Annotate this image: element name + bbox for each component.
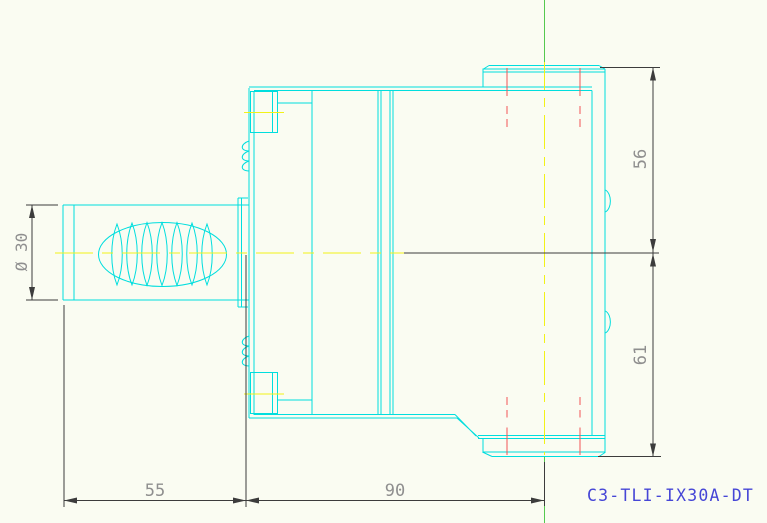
part-number-label: C3-TLI-IX30A-DT bbox=[587, 486, 754, 505]
mounting-face-plugs bbox=[605, 189, 611, 334]
cover-screw-bottom bbox=[250, 372, 312, 414]
screw-centerlines bbox=[244, 111, 284, 395]
dimension-body-length: 90 bbox=[385, 481, 405, 501]
clamp-scallops-top bbox=[241, 140, 250, 172]
housing-bottom-chamfer bbox=[454, 414, 480, 439]
dimension-shaft-diameter: Ø 30 bbox=[12, 233, 31, 272]
worm-thread-flights bbox=[111, 221, 213, 287]
clamp-scallops-bottom bbox=[241, 335, 250, 367]
worm-thread-envelope bbox=[98, 222, 227, 287]
mounting-flange bbox=[478, 65, 606, 457]
dimension-lower-height: 61 bbox=[631, 345, 651, 365]
shaft-outline bbox=[62, 204, 249, 301]
dimension-shaft-length: 55 bbox=[145, 481, 165, 501]
shaft-collar bbox=[237, 197, 248, 308]
dimension-upper-height: 56 bbox=[631, 149, 651, 169]
dimension-lines bbox=[26, 67, 661, 507]
